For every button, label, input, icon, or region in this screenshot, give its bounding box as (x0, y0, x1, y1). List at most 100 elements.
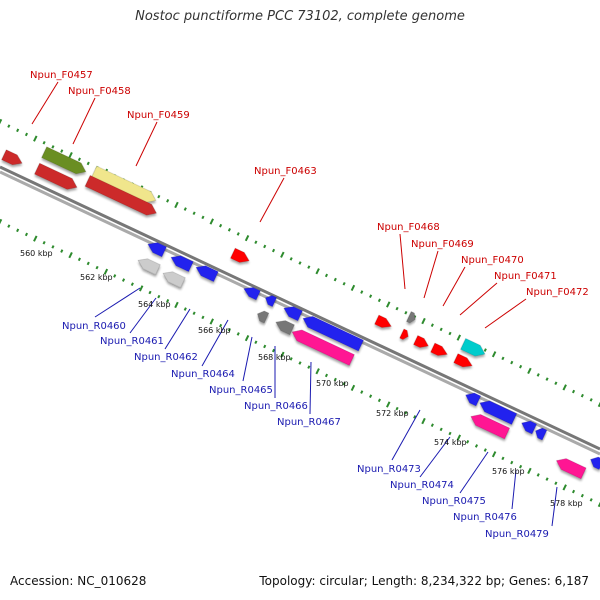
inner-tick (342, 381, 346, 386)
outer-tick (271, 248, 276, 253)
outer-tick (77, 157, 81, 162)
genome-summary-text: Topology: circular; Length: 8,234,322 bp… (259, 574, 589, 588)
gene-label: Npun_F0469 (411, 239, 474, 250)
inner-tick (7, 224, 11, 228)
inner-tick (227, 328, 231, 332)
inner-tick (42, 240, 46, 245)
outer-tick (342, 281, 346, 286)
reverse-gene-arrow (275, 320, 295, 336)
outer-tick (315, 268, 320, 275)
outer-tick (0, 118, 3, 126)
forward-gene-arrow (406, 311, 416, 324)
inner-tick (254, 340, 258, 345)
inner-tick (350, 384, 356, 392)
gene-label: Npun_R0479 (485, 529, 549, 540)
inner-tick (580, 493, 584, 498)
inner-tick (597, 500, 600, 508)
reverse-gene-arrow (555, 458, 587, 480)
outer-tick (571, 389, 576, 394)
inner-tick (474, 444, 479, 448)
inner-tick (130, 282, 134, 286)
outer-tick (562, 384, 567, 391)
leader-line (419, 436, 451, 478)
forward-gene-arrow (84, 175, 157, 216)
outer-tick (448, 331, 452, 336)
inner-tick (483, 448, 487, 452)
reverse-gene-arrow (521, 420, 538, 435)
leader-line (242, 336, 253, 382)
inner-tick (589, 498, 593, 502)
gene-label: Npun_F0458 (68, 86, 131, 97)
inner-tick (491, 451, 497, 458)
inner-tick (280, 351, 285, 358)
reverse-gene-arrow (465, 392, 482, 407)
outer-tick (209, 218, 214, 225)
outer-tick (360, 290, 364, 294)
outer-tick (519, 364, 523, 369)
inner-tick (148, 290, 152, 295)
outer-tick (324, 273, 329, 278)
forward-gene-arrow (374, 314, 392, 328)
inner-tick (121, 278, 126, 282)
outer-tick (350, 284, 356, 292)
outer-tick (298, 261, 302, 265)
outer-tick (483, 348, 487, 352)
outer-tick (421, 317, 426, 325)
outer-tick (554, 381, 558, 386)
inner-tick (263, 344, 267, 349)
inner-tick (192, 311, 196, 316)
inner-tick (519, 464, 523, 469)
outer-tick (16, 128, 20, 133)
gene-label: Npun_R0462 (134, 352, 198, 363)
leader-line (423, 250, 439, 299)
reverse-gene-arrow (195, 265, 219, 283)
outer-tick (404, 310, 408, 315)
inner-tick (86, 261, 90, 266)
gene-label: Npun_R0461 (100, 336, 164, 347)
inner-tick (404, 410, 408, 415)
inner-tick (209, 318, 214, 325)
backbone-line-upper (0, 165, 600, 451)
forward-gene-arrow (430, 342, 448, 356)
gene-label: Npun_R0474 (390, 480, 454, 491)
outer-tick (227, 228, 231, 232)
inner-tick (562, 484, 567, 491)
outer-tick (439, 327, 443, 332)
inner-tick (166, 299, 170, 303)
outer-tick (333, 277, 337, 282)
inner-tick (413, 415, 417, 419)
outer-tick (183, 207, 187, 211)
reverse-gene-arrow (257, 310, 270, 324)
forward-gene-arrow (453, 353, 473, 368)
leader-line (94, 287, 141, 318)
inner-tick (510, 460, 514, 465)
outer-tick (536, 373, 540, 377)
gene-label: Npun_F0470 (461, 255, 524, 266)
reverse-gene-arrow (470, 414, 511, 440)
reverse-gene-arrow (162, 271, 186, 289)
inner-tick (68, 252, 73, 259)
inner-tick (333, 377, 337, 382)
inner-tick (103, 268, 109, 275)
reverse-gene-arrow (302, 316, 364, 352)
outer-tick (157, 194, 161, 199)
outer-tick (491, 351, 497, 358)
kbp-tick-label: 578 kbp (550, 499, 583, 508)
leader-line (259, 177, 285, 223)
inner-tick (138, 285, 144, 292)
kbp-tick-label: 570 kbp (316, 379, 349, 388)
forward-gene-arrow (399, 328, 409, 340)
outer-tick (24, 132, 29, 137)
outer-tick (456, 334, 462, 341)
reverse-gene-arrow (479, 400, 518, 425)
reverse-gene-arrow (147, 242, 167, 258)
inner-tick (60, 249, 64, 253)
kbp-tick-label: 572 kbp (376, 409, 409, 418)
inner-tick (289, 357, 293, 361)
gene-label: Npun_R0465 (209, 385, 273, 396)
reverse-gene-arrow (283, 306, 303, 322)
outer-tick (219, 223, 223, 228)
outer-tick (7, 124, 11, 128)
reverse-gene-arrow (590, 456, 600, 470)
